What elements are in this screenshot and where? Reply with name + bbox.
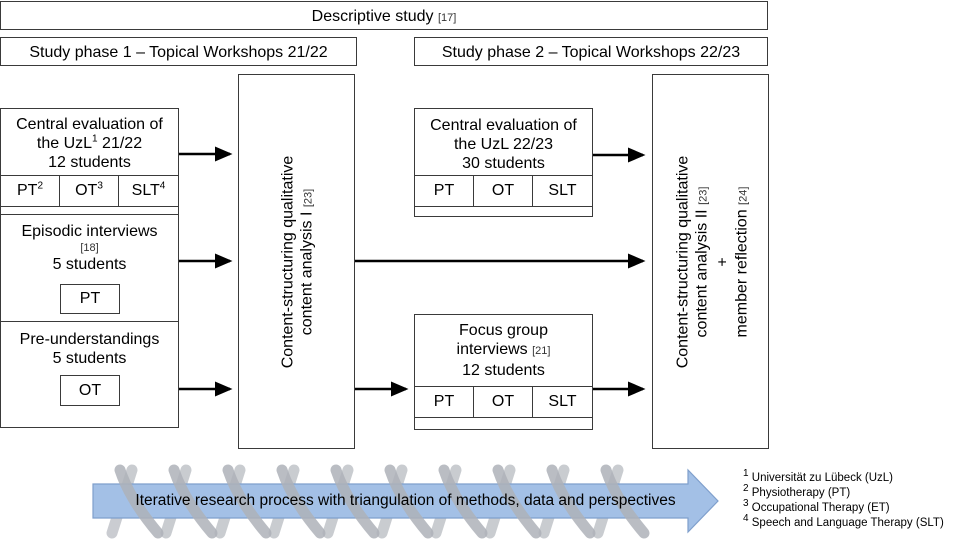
phase1-title: Study phase 1 – Topical Workshops 21/22: [29, 44, 328, 61]
content-analysis-2-box: Content-structuring qualitative content …: [652, 74, 769, 449]
p1-episodic-interviews: Episodic interviews [18] 5 students PT: [0, 214, 179, 322]
p1-eval-line1: Central evaluation of: [16, 116, 163, 133]
legend-item-2: 2 Physiotherapy (PT): [743, 483, 851, 499]
p1-episodic-ref: [18]: [80, 242, 99, 254]
p2-eval-cell-ot: OT: [473, 175, 533, 207]
p2-eval-line3: 30 students: [462, 155, 545, 172]
p1-episodic-line3: 5 students: [52, 256, 127, 273]
p2-focus-line1: Focus group: [459, 322, 548, 339]
p1-eval-cell-pt: PT2: [0, 175, 60, 207]
legend-item-3: 3 Occupational Therapy (ET): [743, 498, 890, 514]
p1-eval-line2b: 21/22: [97, 135, 143, 152]
p2-focus-line3: 12 students: [462, 362, 545, 379]
p1-eval-line3: 12 students: [48, 154, 131, 171]
header-title: Descriptive study: [311, 8, 434, 25]
p1-central-evaluation: Central evaluation of the UzL1 21/22 12 …: [0, 108, 179, 215]
p2-eval-line2: the UzL 22/23: [453, 136, 554, 153]
p2-eval-cell-pt: PT: [414, 175, 474, 207]
legend-item-4: 4 Speech and Language Therapy (SLT): [743, 513, 944, 529]
p2-focus-cell-slt: SLT: [532, 386, 593, 418]
p1-pre-line2: 5 students: [52, 350, 127, 367]
phase2-title-box: Study phase 2 – Topical Workshops 22/23: [414, 37, 768, 66]
phase2-title: Study phase 2 – Topical Workshops 22/23: [441, 44, 741, 61]
descriptive-study-header: Descriptive study [17]: [0, 1, 768, 30]
content-analysis-1-box: Content-structuring qualitative content …: [238, 74, 355, 449]
phase1-title-box: Study phase 1 – Topical Workshops 21/22: [0, 37, 357, 66]
p1-pre-line1: Pre-understandings: [19, 331, 160, 348]
process-label: Iterative research process with triangul…: [135, 492, 676, 509]
p2-central-evaluation: Central evaluation of the UzL 22/23 30 s…: [414, 108, 593, 217]
p1-eval-cell-slt: SLT4: [118, 175, 179, 207]
p2-eval-cell-slt: SLT: [532, 175, 593, 207]
p2-focus-cell-ot: OT: [473, 386, 533, 418]
p1-episodic-line1: Episodic interviews: [21, 223, 158, 240]
p1-eval-line2-sup: 1: [92, 133, 98, 145]
p2-focus-group: Focus group interviews [21] 12 students …: [414, 314, 593, 430]
p2-focus-cell-pt: PT: [414, 386, 474, 418]
legend-item-1: 1 Universität zu Lübeck (UzL): [743, 468, 894, 484]
p2-eval-line1: Central evaluation of: [430, 117, 577, 134]
p1-pre-understandings: Pre-understandings 5 students OT: [0, 321, 179, 428]
p2-focus-line2: interviews: [456, 341, 528, 358]
p1-pre-cell-ot: OT: [60, 375, 120, 406]
header-ref: [17]: [437, 12, 457, 24]
p1-episodic-cell-pt: PT: [60, 284, 120, 314]
p1-eval-line2a: the UzL: [36, 135, 93, 152]
p2-focus-ref: [21]: [532, 345, 551, 357]
